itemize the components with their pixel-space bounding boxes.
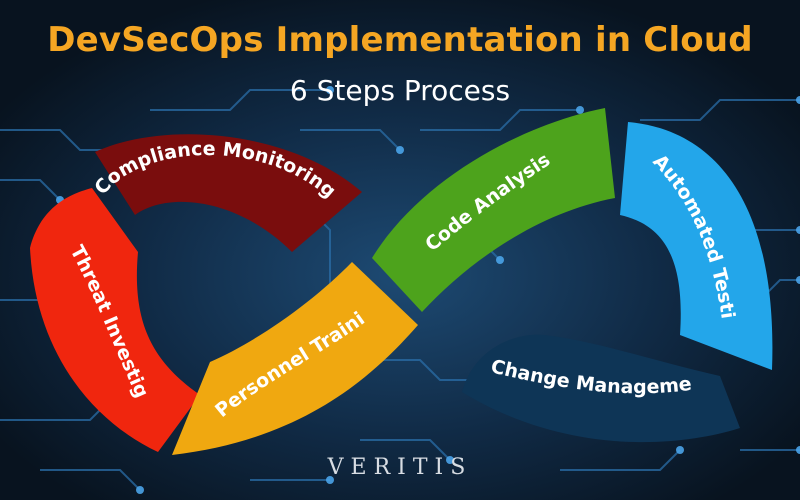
circuit-node (796, 96, 800, 104)
step-threat-investigation (30, 188, 200, 452)
step-compliance-monitoring (95, 134, 362, 252)
veritis-logo: VERITIS (327, 455, 473, 480)
circuit-node (796, 276, 800, 284)
page-subtitle: 6 Steps Process (289, 74, 511, 107)
circuit-trace (560, 449, 681, 471)
circuit-node (446, 456, 454, 464)
step-personnel-training (172, 262, 418, 455)
circuit-trace (40, 469, 141, 491)
circuit-trace (300, 129, 401, 151)
step-code-analysis (372, 108, 615, 312)
page-title: DevSecOps Implementation in Cloud (47, 20, 753, 60)
circuit-node (576, 106, 584, 114)
circuit-trace (640, 99, 800, 121)
circuit-node (676, 446, 684, 454)
circuit-node (396, 146, 404, 154)
circuit-node (136, 486, 144, 494)
circuit-node (796, 226, 800, 234)
circuit-node (796, 446, 800, 454)
circuit-trace (360, 439, 451, 461)
step-automated-testing (620, 122, 773, 370)
circuit-node (496, 256, 504, 264)
circuit-trace (150, 89, 330, 111)
circuit-node (326, 476, 334, 484)
circuit-trace (0, 179, 61, 201)
circuit-node (326, 86, 334, 94)
step-change-management (462, 334, 740, 443)
circuit-trace (420, 109, 580, 131)
